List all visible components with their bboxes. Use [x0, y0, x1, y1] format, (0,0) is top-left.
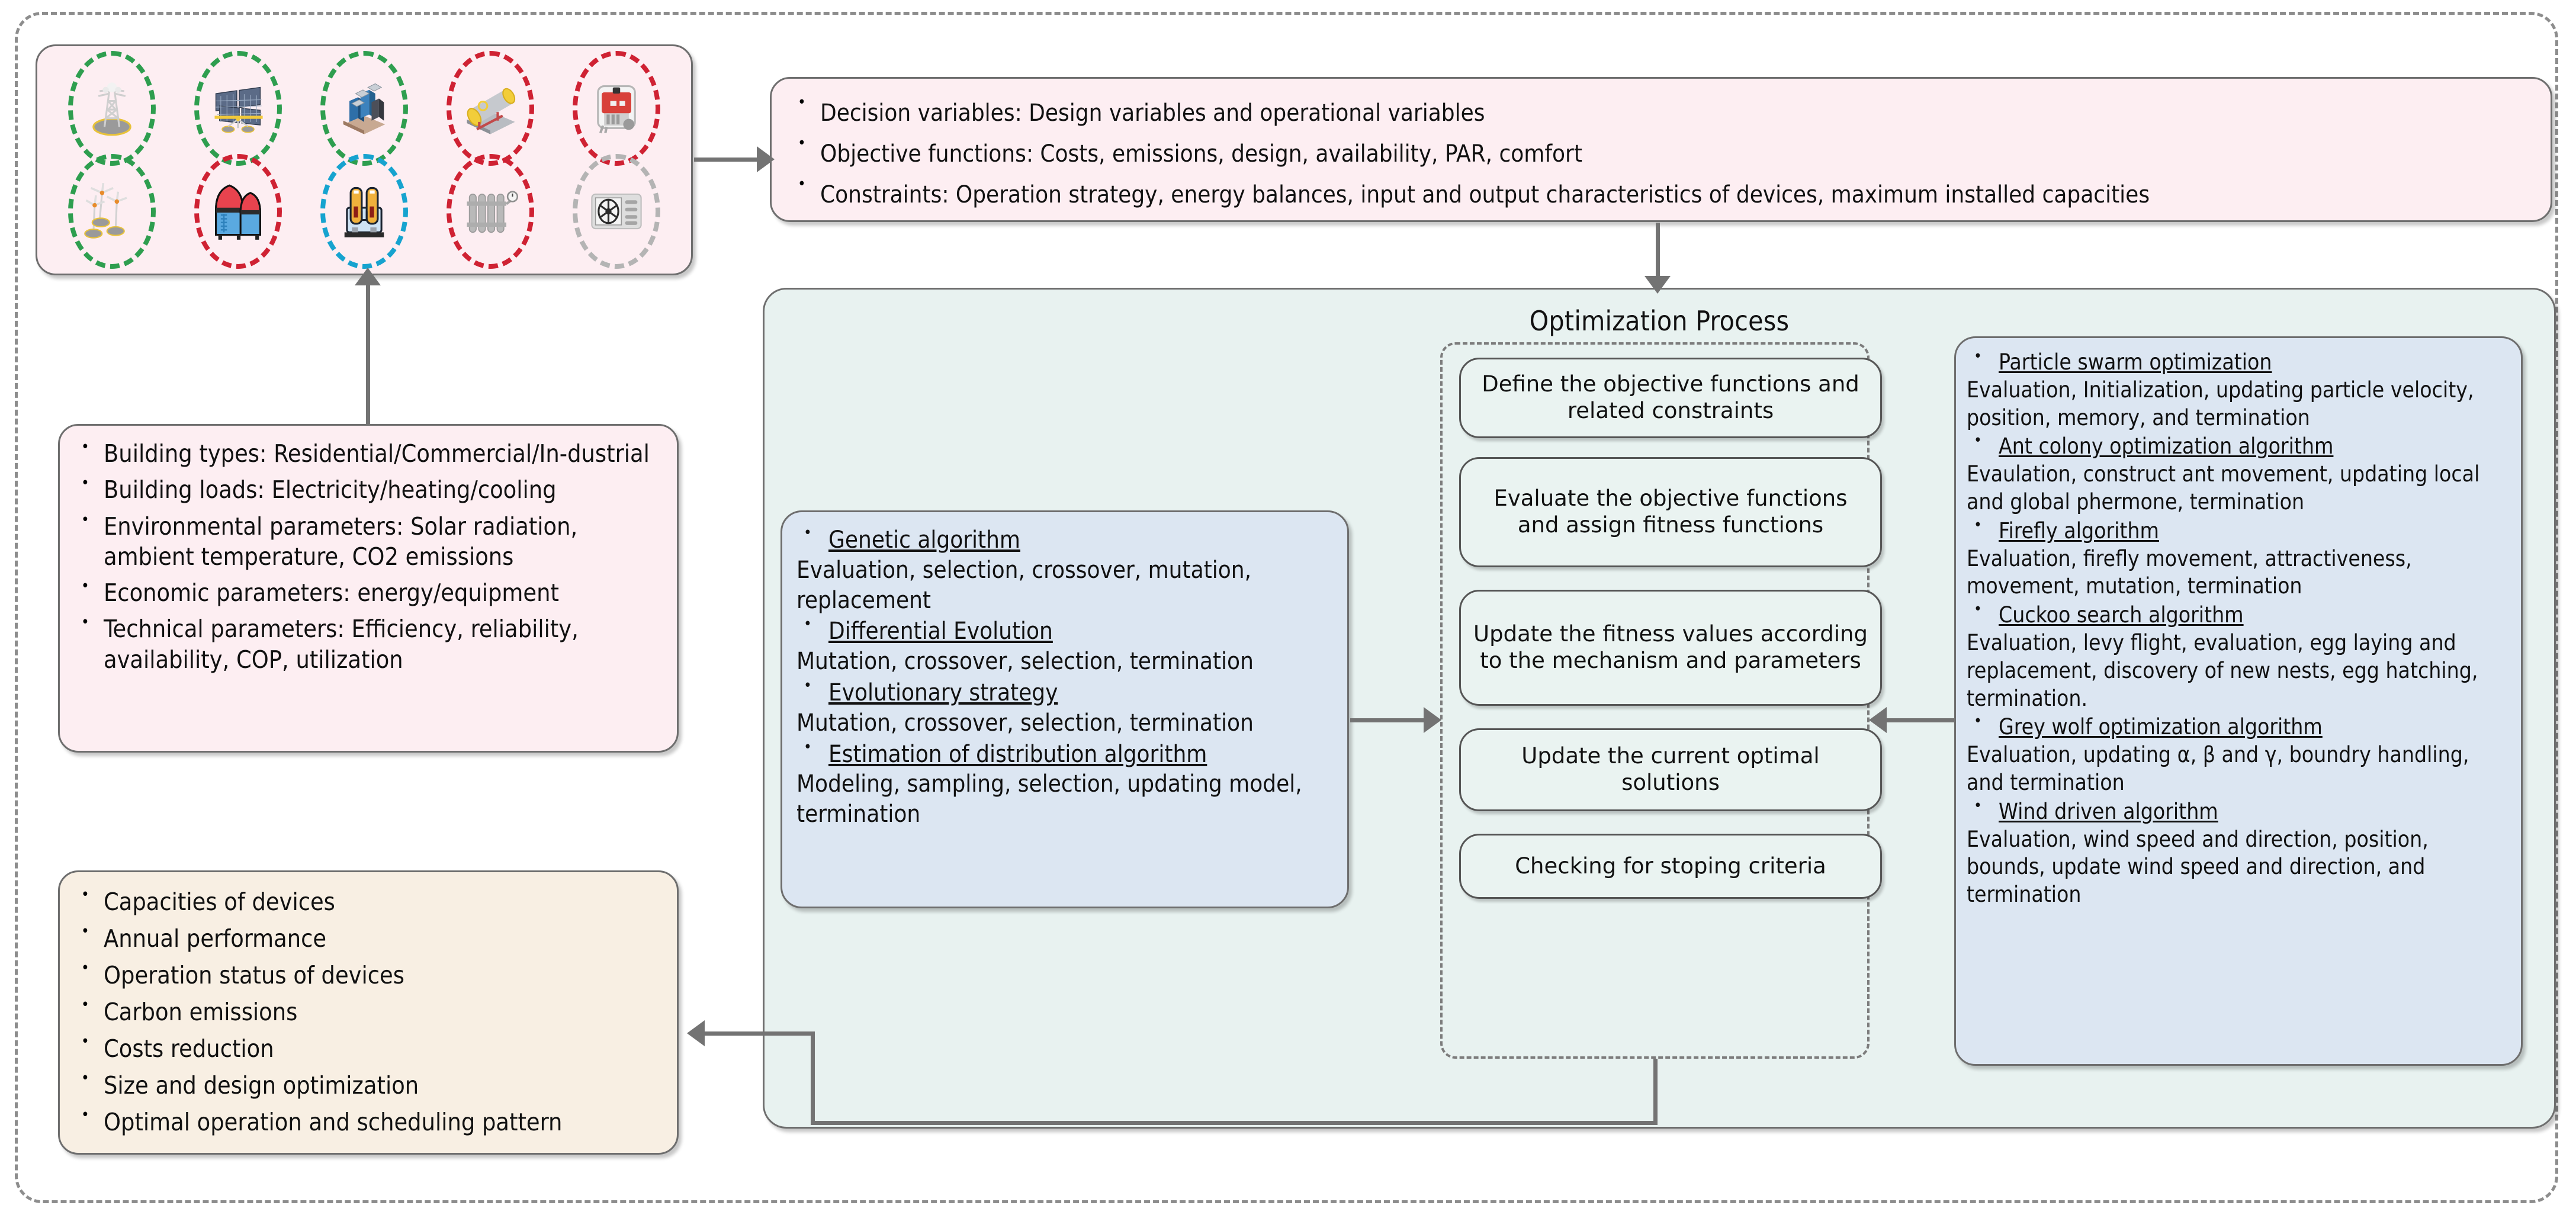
commercial-buildings-icon [333, 78, 395, 139]
list-item: Annual performance [73, 922, 664, 954]
arrowhead-left [687, 1020, 705, 1046]
algorithm-name: Cuckoo search algorithm [1967, 600, 2510, 629]
device-cell-power-transmission-tower [49, 51, 175, 166]
energy-devices-panel [36, 44, 693, 275]
gas-storage-tank-icon [460, 78, 521, 139]
list-item: Building loads: Electricity/heating/cool… [73, 474, 661, 505]
algorithm-steps: Modeling, sampling, selection, updating … [796, 770, 1302, 828]
device-cell-gas-storage-tank [427, 51, 553, 166]
chp-boiler-units-icon [333, 181, 395, 242]
diagram-outer-frame [15, 12, 2558, 1203]
algorithm-name: Grey wolf optimization algorithm [1967, 712, 2510, 741]
algorithm-name: Genetic algorithm [796, 523, 1334, 555]
step-define-objectives: Define the objective functions and relat… [1459, 358, 1882, 438]
algorithm-name: Evolutionary strategy [796, 676, 1334, 708]
objectives-list: Decision variables: Design variables and… [789, 93, 2533, 216]
wind-turbines-icon [81, 181, 143, 242]
list-item: Environmental parameters: Solar radiatio… [73, 510, 661, 573]
connector-devices-to-objectives [694, 158, 759, 162]
connector-steps-loop-horizontal [811, 1121, 1658, 1125]
device-cell-diesel-generator [553, 51, 679, 166]
list-item: Capacities of devices [73, 885, 664, 917]
connector-loop-to-outputs [705, 1031, 815, 1036]
input-parameters-box: Building types: Residential/Commercial/I… [58, 424, 679, 753]
problem-formulation-box: Decision variables: Design variables and… [770, 77, 2552, 222]
step-update-optimal-solutions: Update the current optimal solutions [1459, 728, 1882, 811]
arrowhead-up [355, 268, 381, 285]
step-update-fitness-values: Update the fitness values according to t… [1459, 590, 1882, 706]
device-cell-air-conditioner-unit [553, 154, 679, 269]
list-item: Building types: Residential/Commercial/I… [73, 438, 661, 469]
list-item: Carbon emissions [73, 995, 664, 1027]
power-transmission-tower-icon [81, 78, 143, 139]
algorithm-name: Firefly algorithm [1967, 516, 2510, 545]
step-check-stopping-criteria: Checking for stoping criteria [1459, 834, 1882, 899]
list-item: Size and design optimization [73, 1069, 664, 1101]
algorithm-name: Wind driven algorithm [1967, 796, 2510, 826]
algorithm-steps: Evaluation, selection, crossover, mutati… [796, 556, 1251, 614]
connector-loop-up-to-outputs [811, 1031, 815, 1125]
air-conditioner-unit-icon [586, 181, 647, 242]
list-item: Economic parameters: energy/equipment [73, 577, 661, 608]
evolutionary-algorithms-box: Genetic algorithm Evaluation, selection,… [780, 510, 1349, 908]
ellipse-marker-red [194, 154, 282, 269]
solar-pv-panels-icon [207, 78, 269, 139]
swarm-algorithms-box: Particle swarm optimization Evaluation, … [1954, 336, 2523, 1066]
connector-objectives-to-optimization [1656, 223, 1660, 282]
radiator-heater-icon [460, 181, 521, 242]
arrowhead-right [757, 146, 775, 172]
diesel-generator-icon [586, 78, 647, 139]
ellipse-marker-red [446, 154, 534, 269]
outputs-list: Capacities of devices Annual performance… [73, 885, 664, 1143]
algorithm-steps: Evaluation, updating α, β and γ, boundry… [1967, 742, 2469, 795]
inputs-list: Building types: Residential/Commercial/I… [73, 438, 661, 681]
arrowhead-down [1644, 276, 1671, 294]
algorithm-steps: Mutation, crossover, selection, terminat… [796, 709, 1254, 737]
list-item: Objective functions: Costs, emissions, d… [789, 134, 2533, 173]
connector-evolutionary-to-steps [1350, 718, 1433, 722]
list-item: Constraints: Operation strategy, energy … [789, 175, 2533, 214]
list-item: Optimal operation and scheduling pattern [73, 1105, 664, 1137]
page-title: Optimization Process [1529, 305, 1790, 337]
device-cell-solar-pv-panels [175, 51, 301, 166]
ellipse-marker-cyan [320, 154, 408, 269]
arrowhead-right [1424, 707, 1441, 733]
device-cell-radiator-heater [427, 154, 553, 269]
algorithm-steps: Evaluation, Initialization, updating par… [1967, 377, 2474, 430]
optimization-steps-group: Define the objective functions and relat… [1440, 342, 1882, 1059]
evolutionary-algorithms-list: Genetic algorithm Evaluation, selection,… [796, 523, 1334, 831]
step-evaluate-objectives: Evaluate the objective functions and ass… [1459, 457, 1882, 567]
list-item: Operation status of devices [73, 959, 664, 991]
optimization-outputs-box: Capacities of devices Annual performance… [58, 870, 679, 1155]
algorithm-name: Estimation of distribution algorithm [796, 738, 1334, 770]
connector-steps-loop-vertical [1653, 1059, 1658, 1125]
algorithm-steps: Evaluation, levy flight, evaluation, egg… [1967, 629, 2478, 711]
ellipse-marker-green [68, 154, 156, 269]
thermal-storage-tanks-icon [207, 181, 269, 242]
device-cell-wind-turbines [49, 154, 175, 269]
device-cell-commercial-buildings [301, 51, 428, 166]
device-cell-thermal-storage-tanks [175, 154, 301, 269]
connector-inputs-to-devices [366, 278, 370, 425]
list-item: Technical parameters: Efficiency, reliab… [73, 613, 661, 675]
arrowhead-left [1869, 707, 1887, 733]
algorithm-steps: Mutation, crossover, selection, terminat… [796, 648, 1254, 676]
connector-swarm-to-steps [1887, 718, 1955, 722]
algorithm-steps: Evaulation, construct ant movement, upda… [1967, 461, 2480, 515]
algorithm-name: Particle swarm optimization [1967, 347, 2510, 377]
algorithm-steps: Evaluation, wind speed and direction, po… [1967, 826, 2429, 908]
ellipse-marker-gray [572, 154, 660, 269]
algorithm-steps: Evaluation, firefly movement, attractive… [1967, 545, 2412, 599]
list-item: Costs reduction [73, 1032, 664, 1064]
device-icon-grid [49, 51, 679, 269]
swarm-algorithms-list: Particle swarm optimization Evaluation, … [1967, 347, 2510, 910]
list-item: Decision variables: Design variables and… [789, 93, 2533, 133]
device-cell-chp-boiler-units [301, 154, 428, 269]
algorithm-name: Ant colony optimization algorithm [1967, 431, 2510, 461]
algorithm-name: Differential Evolution [796, 615, 1334, 647]
